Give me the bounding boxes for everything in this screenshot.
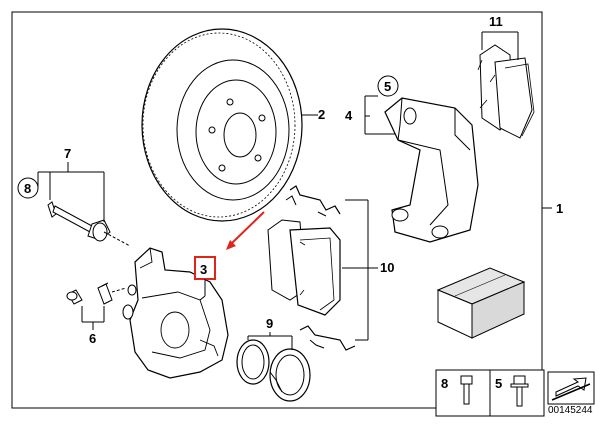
diagram-frame [11, 11, 543, 409]
callout-7: 7 [64, 146, 71, 161]
callout-5-circle [377, 75, 399, 97]
callout-11: 11 [489, 14, 503, 29]
callout-6: 6 [89, 331, 96, 346]
callout-5: 5 [384, 79, 391, 94]
legend-item-5: 5 [495, 376, 502, 391]
legend-item-8: 8 [441, 376, 448, 391]
brake-disc [141, 28, 318, 222]
brake-pads-kit [477, 44, 535, 139]
highlight-arrow [226, 211, 265, 250]
legend-bolt-icon [460, 375, 473, 405]
repair-kit-box [436, 267, 526, 339]
callout-3: 3 [200, 262, 207, 277]
caliper-housing [122, 247, 229, 379]
bleeder-screw [66, 282, 113, 305]
orientation-arrow-icon [551, 377, 591, 401]
document-id: 00145244 [548, 405, 593, 416]
callout-8: 8 [24, 181, 31, 196]
guide-bolt [47, 201, 111, 242]
callout-9: 9 [266, 316, 273, 331]
callout-2: 2 [318, 107, 325, 122]
callout-10: 10 [380, 260, 394, 275]
caliper-carrier [384, 97, 479, 243]
brake-pads [267, 185, 356, 351]
legend-flange-bolt-icon [510, 375, 529, 407]
caliper-seal-kit [236, 339, 311, 402]
callout-4: 4 [345, 108, 353, 123]
callout-1: 1 [556, 201, 563, 216]
